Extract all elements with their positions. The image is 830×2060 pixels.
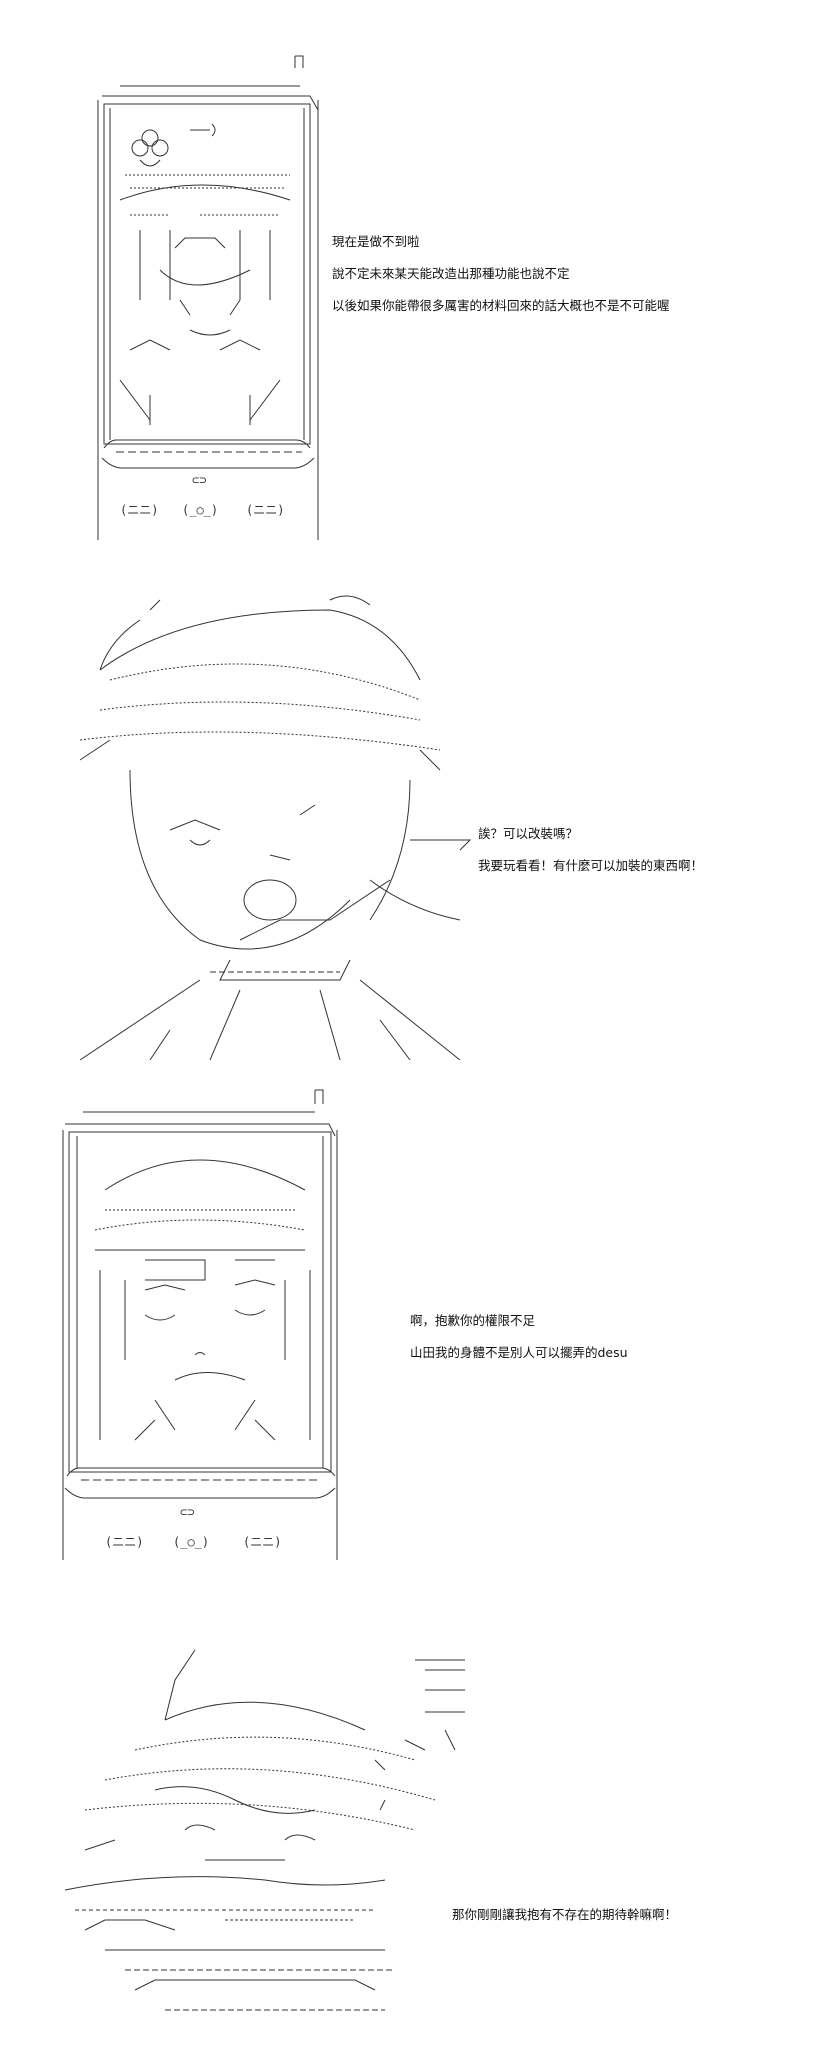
dialog-line: 我要玩看看！有什麼可以加裝的東西啊！ bbox=[478, 858, 704, 873]
phone-art-1: ⊂⊃ (ニニ) (_○_) (ニニ) bbox=[97, 55, 319, 540]
dialog-line: 那你剛剛讓我抱有不存在的期待幹嘛啊！ bbox=[452, 1907, 678, 1922]
svg-text:(ニニ): (ニニ) bbox=[120, 503, 158, 517]
dialog-4: 那你剛剛讓我抱有不存在的期待幹嘛啊！ bbox=[452, 1907, 812, 1929]
svg-text:(ニニ): (ニニ) bbox=[105, 1535, 143, 1549]
dialog-line: 以後如果你能帶很多厲害的材料回來的話大概也不是不可能喔 bbox=[332, 298, 670, 313]
dialog-line: 山田我的身體不是別人可以擺弄的desu bbox=[410, 1345, 628, 1360]
girl-art-2 bbox=[79, 595, 472, 1060]
dialog-3: 啊，抱歉你的權限不足 山田我的身體不是別人可以擺弄的desu bbox=[410, 1313, 810, 1375]
girl-art-4 bbox=[64, 1649, 465, 2011]
svg-text:(_○_): (_○_) bbox=[182, 503, 218, 517]
svg-text:(_○_): (_○_) bbox=[173, 1535, 209, 1549]
phone-art-3: ⊂⊃ (ニニ) (_○_) (ニニ) bbox=[62, 1089, 338, 1560]
dialog-line: 啊，抱歉你的權限不足 bbox=[410, 1313, 536, 1328]
dialog-line: 說不定未來某天能改造出那種功能也說不定 bbox=[332, 266, 570, 281]
svg-text:⊂⊃: ⊂⊃ bbox=[192, 473, 206, 487]
dialog-line: 誒？可以改裝嗎？ bbox=[478, 826, 579, 841]
panel-2: 誒？可以改裝嗎？ 我要玩看看！有什麼可以加裝的東西啊！ bbox=[0, 560, 830, 1060]
dialog-2: 誒？可以改裝嗎？ 我要玩看看！有什麼可以加裝的東西啊！ bbox=[478, 826, 808, 888]
dialog-1: 現在是做不到啦 說不定未來某天能改造出那種功能也說不定 以後如果你能帶很多厲害的… bbox=[332, 234, 812, 316]
svg-text:(ニニ): (ニニ) bbox=[243, 1535, 281, 1549]
svg-text:(ニニ): (ニニ) bbox=[246, 503, 284, 517]
panel-3: ⊂⊃ (ニニ) (_○_) (ニニ) 啊，抱歉你的權限不足 山田我的身體不是別人… bbox=[0, 1060, 830, 1600]
panel-4: 那你剛剛讓我抱有不存在的期待幹嘛啊！ bbox=[0, 1600, 830, 2060]
dialog-line: 現在是做不到啦 bbox=[332, 234, 420, 249]
panel-1: ⊂⊃ (ニニ) (_○_) (ニニ) 現在是做不到啦 說不定未來某天能改造出那種… bbox=[0, 0, 830, 560]
svg-text:⊂⊃: ⊂⊃ bbox=[180, 1505, 194, 1519]
